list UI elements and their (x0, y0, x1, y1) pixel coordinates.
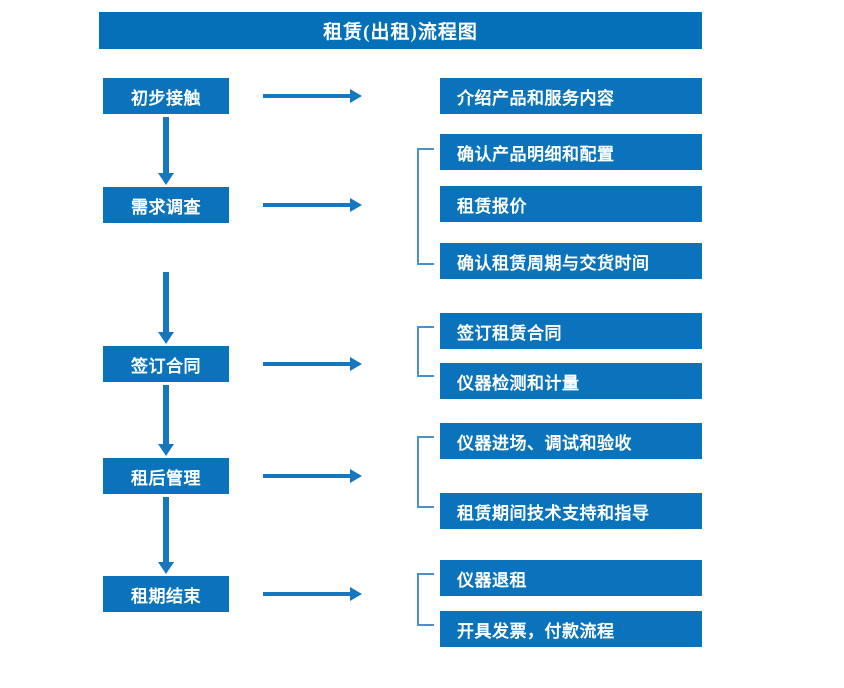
arrow-head (158, 173, 174, 185)
stage-box-3[interactable]: 签订合同 (103, 346, 229, 382)
arrow-head (158, 332, 174, 344)
detail-box-4-2[interactable]: 租赁期间技术支持和指导 (440, 493, 702, 529)
arrow-shaft (263, 203, 351, 207)
arrow-head (158, 444, 174, 456)
horizontal-arrow-4 (263, 469, 362, 483)
arrow-head (350, 469, 362, 483)
horizontal-arrow-3 (263, 357, 362, 371)
detail-box-3-1[interactable]: 签订租赁合同 (440, 313, 702, 349)
stage-box-5[interactable]: 租期结束 (103, 576, 229, 612)
arrow-shaft (263, 362, 351, 366)
group-bracket-3 (417, 326, 434, 377)
horizontal-arrow-1 (263, 89, 362, 103)
detail-box-2-1[interactable]: 确认产品明细和配置 (440, 134, 702, 170)
arrow-head (158, 562, 174, 574)
arrow-shaft (163, 272, 169, 333)
detail-box-3-2[interactable]: 仪器检测和计量 (440, 363, 702, 399)
horizontal-arrow-2 (263, 198, 362, 212)
stage-box-2[interactable]: 需求调查 (103, 187, 229, 223)
arrow-shaft (263, 474, 351, 478)
group-bracket-4 (417, 436, 434, 508)
detail-box-5-2[interactable]: 开具发票，付款流程 (440, 611, 702, 647)
vertical-arrow-1-2 (158, 117, 174, 185)
detail-box-4-1[interactable]: 仪器进场、调试和验收 (440, 423, 702, 459)
detail-box-2-2[interactable]: 租赁报价 (440, 186, 702, 222)
arrow-head (350, 587, 362, 601)
arrow-shaft (163, 497, 169, 563)
arrow-shaft (263, 94, 351, 98)
arrow-head (350, 89, 362, 103)
diagram-title: 租赁(出租)流程图 (99, 12, 702, 49)
vertical-arrow-2-3 (158, 272, 174, 344)
arrow-shaft (163, 385, 169, 445)
vertical-arrow-3-4 (158, 385, 174, 456)
stage-box-4[interactable]: 租后管理 (103, 458, 229, 494)
group-bracket-2 (417, 148, 434, 265)
arrow-shaft (263, 592, 351, 596)
arrow-head (350, 198, 362, 212)
arrow-head (350, 357, 362, 371)
arrow-shaft (163, 117, 169, 174)
horizontal-arrow-5 (263, 587, 362, 601)
group-bracket-5 (417, 573, 434, 626)
detail-box-5-1[interactable]: 仪器退租 (440, 560, 702, 596)
detail-box-2-3[interactable]: 确认租赁周期与交货时间 (440, 243, 702, 279)
stage-box-1[interactable]: 初步接触 (103, 78, 229, 114)
vertical-arrow-4-5 (158, 497, 174, 574)
detail-box-1-1[interactable]: 介绍产品和服务内容 (440, 78, 702, 114)
